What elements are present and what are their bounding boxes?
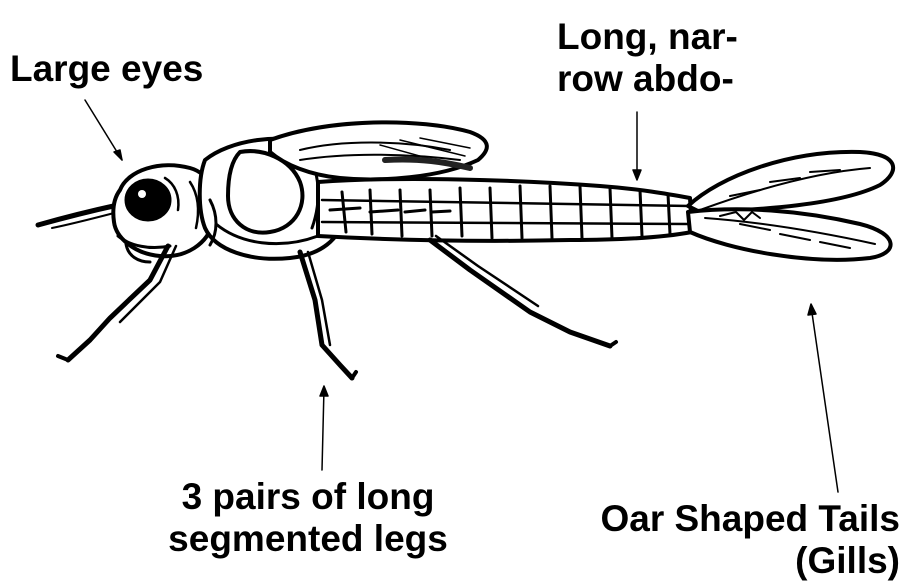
label-legs-line-1: 3 pairs of long — [148, 476, 468, 518]
label-abdomen: Long, nar- row abdo- — [557, 16, 738, 100]
label-gills-line-1: Oar Shaped Tails — [540, 498, 900, 540]
legs-pointer-line — [322, 388, 324, 470]
front-leg — [68, 246, 168, 360]
gills-pointer-line — [811, 306, 838, 492]
middle-leg — [300, 252, 352, 378]
label-legs: 3 pairs of long segmented legs — [148, 476, 468, 560]
gills — [688, 152, 893, 260]
label-abdomen-line-1: Long, nar- — [557, 16, 738, 58]
abdomen-arrowhead — [633, 170, 641, 180]
eye — [126, 180, 170, 220]
label-large-eyes: Large eyes — [10, 48, 203, 90]
label-legs-line-2: segmented legs — [148, 518, 468, 560]
label-gills: Oar Shaped Tails (Gills) — [540, 498, 900, 582]
label-abdomen-line-2: row abdo- — [557, 58, 738, 100]
abdomen — [318, 179, 692, 241]
eyes-arrowhead — [114, 150, 122, 160]
label-gills-line-2: (Gills) — [540, 540, 900, 582]
label-large-eyes-text: Large eyes — [10, 48, 203, 90]
wing-pads — [270, 122, 487, 179]
gills-arrowhead — [808, 304, 816, 315]
legs-arrowhead — [320, 386, 328, 396]
